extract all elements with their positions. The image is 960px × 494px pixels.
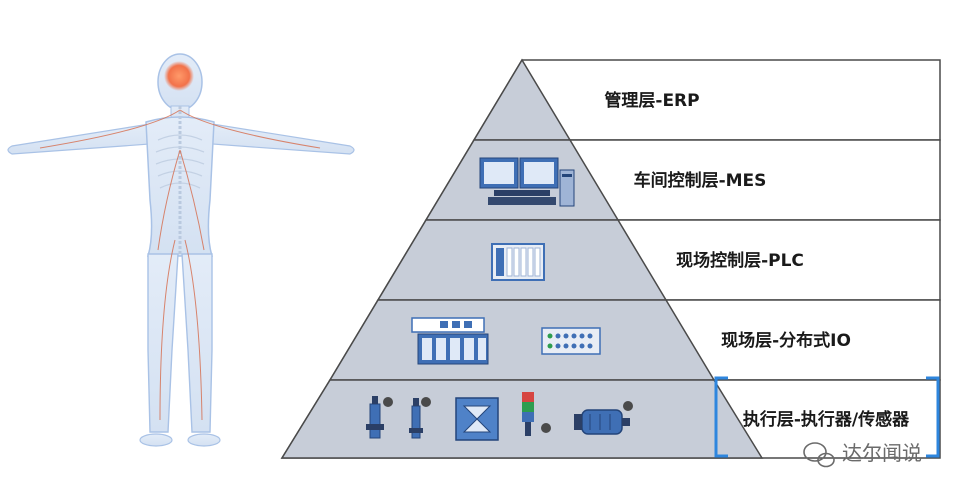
valve-icon: [455, 397, 499, 441]
pyramid: 管理层-ERP 车间控制层-MES 现场控制层-PLC 现场层-分布式IO 执行…: [280, 58, 941, 459]
distributed-io-rack-icon: [411, 317, 489, 365]
human-figure-illustration: [7, 53, 355, 447]
actuator-highlight-bracket: [714, 376, 940, 458]
layer-label-actuator: 执行层-执行器/传感器: [743, 409, 910, 430]
brain-icon: [164, 61, 194, 91]
layer-label-erp: 管理层-ERP: [604, 90, 699, 111]
layer-label-plc: 现场控制层-PLC: [676, 250, 804, 271]
plc-icon: [491, 243, 545, 281]
pyramid-band-io: [328, 299, 716, 381]
watermark-text: 达尔闻说: [842, 441, 922, 465]
workstation-icon: [479, 157, 575, 207]
layer-label-mes: 车间控制层-MES: [634, 170, 767, 191]
inductive-sensor-icon: [409, 397, 431, 439]
proximity-sensor-icon: [366, 396, 393, 439]
layer-label-io: 现场层-分布式IO: [721, 330, 851, 351]
wechat-icon: [803, 442, 835, 468]
io-module-icon: [541, 327, 601, 355]
signal-tower-light-icon: [522, 392, 551, 436]
watermark: 达尔闻说: [803, 441, 922, 468]
motor-icon: [574, 401, 633, 435]
